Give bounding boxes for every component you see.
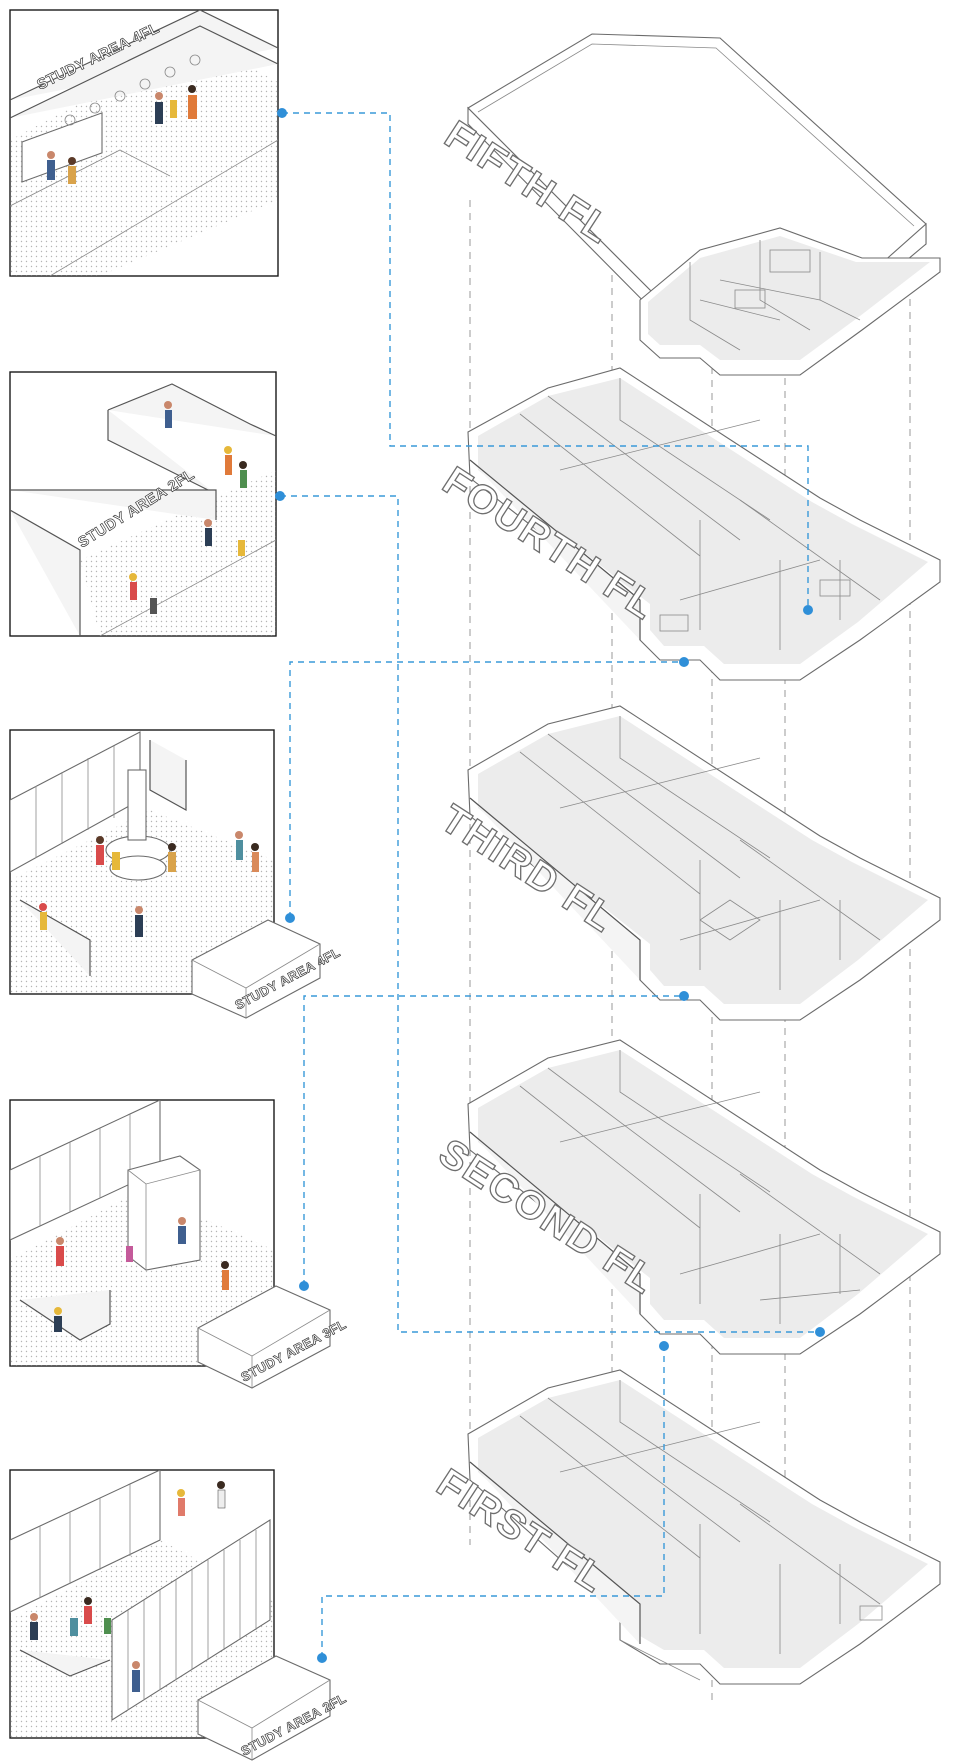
marker-dot (815, 1327, 825, 1337)
study-area-panel-5 (9, 1469, 275, 1739)
fifth-floor-plan (467, 33, 941, 376)
marker-dot (803, 605, 813, 615)
people-group (30, 1481, 226, 1692)
window-wall (10, 1470, 161, 1613)
marker-dot (285, 913, 295, 923)
people-group (54, 1217, 229, 1332)
marker-dot (659, 1341, 669, 1351)
fourth-floor-plan (467, 367, 941, 681)
marker-dot (679, 657, 689, 667)
third-floor-plan (467, 705, 941, 1021)
stool-row (64, 54, 201, 126)
marker-dot (679, 991, 689, 1001)
people-group (39, 831, 259, 937)
study-area-panel-2: STUDY AREA 2FL (9, 371, 277, 637)
slatted-partition (111, 1519, 271, 1721)
study-area-panel-1: STUDY AREA 4FL (9, 9, 279, 277)
connector-markers (275, 108, 825, 1663)
people-group (129, 401, 247, 614)
marker-dot (317, 1653, 327, 1663)
first-floor-plan (467, 1369, 941, 1685)
marker-dot (275, 491, 285, 501)
connector-lines (280, 112, 820, 1658)
people-group (47, 85, 197, 184)
second-floor-plan (467, 1039, 941, 1355)
marker-dot (277, 108, 287, 118)
marker-dot (299, 1281, 309, 1291)
